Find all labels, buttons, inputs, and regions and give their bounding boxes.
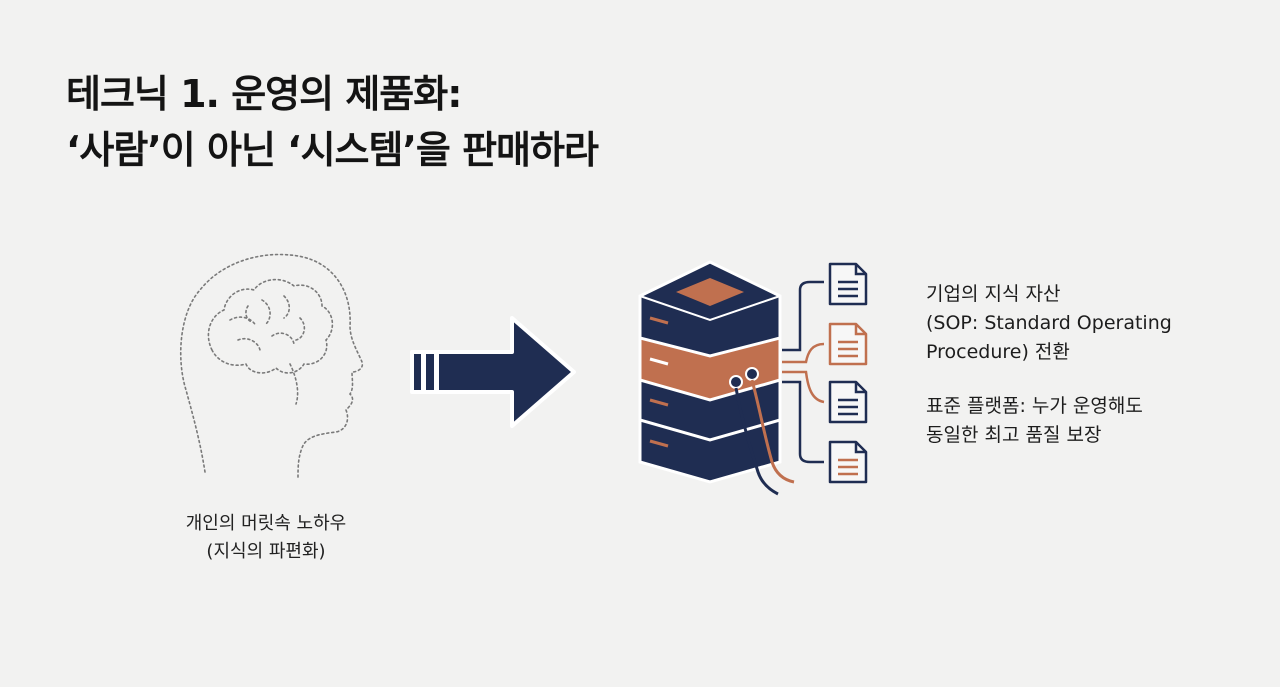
- arrow-right-icon: [410, 316, 576, 428]
- left-caption: 개인의 머릿속 노하우 (지식의 파편화): [150, 510, 382, 566]
- title-line-2: ‘사람’이 아닌 ‘시스템’을 판매하라: [66, 128, 599, 172]
- right-caption: 기업의 지식 자산 (SOP: Standard Operating Proce…: [926, 280, 1246, 450]
- page-title: 테크닉 1. 운영의 제품화: ‘사람’이 아닌 ‘시스템’을 판매하라: [66, 66, 599, 178]
- right-caption-line-3: Procedure) 전환: [926, 341, 1070, 363]
- document-icon: [828, 380, 868, 424]
- right-caption-line-5: 동일한 최고 품질 보장: [926, 424, 1102, 446]
- title-line-1: 테크닉 1. 운영의 제품화:: [66, 72, 462, 116]
- document-icon: [828, 322, 868, 366]
- left-caption-line-1: 개인의 머릿속 노하우: [185, 513, 347, 534]
- head-brain-icon: [179, 253, 364, 479]
- right-caption-line-4: 표준 플랫폼: 누가 운영해도: [926, 395, 1143, 417]
- right-caption-line-1: 기업의 지식 자산: [926, 283, 1061, 305]
- document-icon: [828, 440, 868, 484]
- left-caption-line-2: (지식의 파편화): [206, 541, 326, 562]
- caption-spacer: [926, 367, 1246, 392]
- document-icon: [828, 262, 868, 306]
- right-caption-line-2: (SOP: Standard Operating: [926, 312, 1172, 334]
- server-stack-icon: [638, 260, 825, 496]
